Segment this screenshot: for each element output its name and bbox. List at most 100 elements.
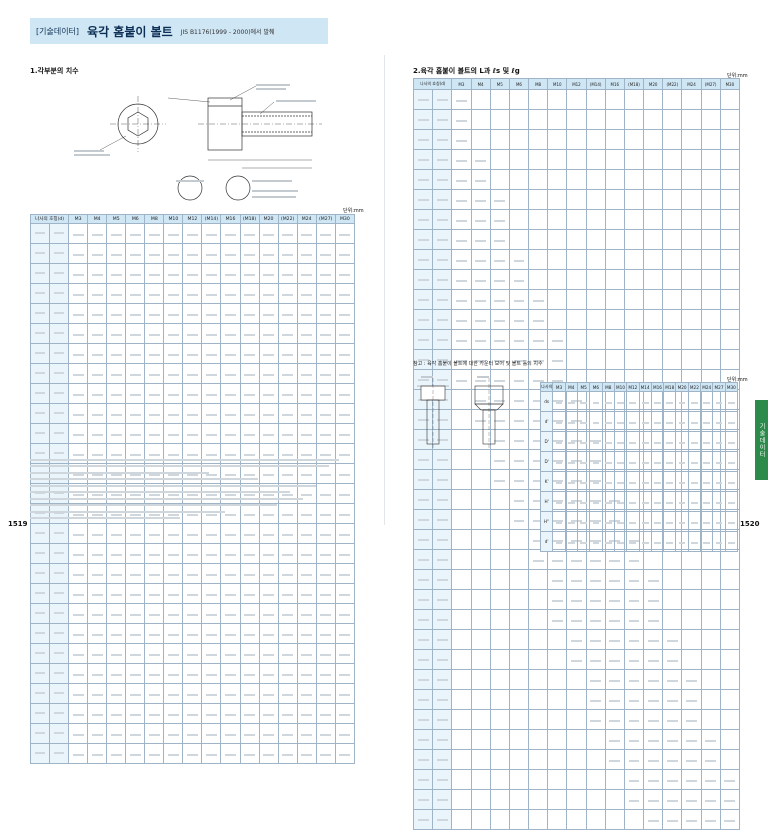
cell-placeholder <box>489 649 510 670</box>
column-header: M3 <box>451 78 472 90</box>
cell-placeholder <box>68 283 89 304</box>
cell-placeholder <box>566 709 587 730</box>
row-label-placeholder <box>432 89 453 110</box>
cell-placeholder <box>638 411 652 432</box>
cell-placeholder <box>576 391 591 412</box>
cell-placeholder <box>87 223 108 244</box>
cell-placeholder <box>687 411 702 432</box>
table-row <box>29 623 356 644</box>
cell-placeholder <box>239 323 260 344</box>
cell-placeholder <box>566 329 587 350</box>
cell-placeholder <box>566 209 587 230</box>
cell-placeholder <box>650 391 665 412</box>
cell-placeholder <box>220 623 241 644</box>
cell-placeholder <box>547 289 568 310</box>
cell-placeholder <box>528 549 549 570</box>
cell-placeholder <box>643 749 664 770</box>
cell-placeholder <box>687 471 702 492</box>
cell-placeholder <box>613 471 628 492</box>
cell-placeholder <box>163 323 184 344</box>
cell-placeholder <box>296 703 317 724</box>
cell-placeholder <box>125 323 146 344</box>
cell-placeholder <box>68 563 89 584</box>
column-header: M16 <box>220 214 241 224</box>
cell-placeholder <box>182 683 203 704</box>
cell-placeholder <box>470 229 491 250</box>
cell-placeholder <box>643 209 664 230</box>
row-label-placeholder <box>412 189 434 210</box>
cell-placeholder <box>566 569 587 590</box>
row-label-placeholder <box>432 709 453 730</box>
cell-placeholder <box>201 423 222 444</box>
cell-placeholder <box>604 809 625 830</box>
cell-placeholder <box>626 431 640 452</box>
row-label-placeholder <box>49 683 70 704</box>
cell-placeholder <box>643 569 664 590</box>
cell-placeholder <box>451 269 472 290</box>
cell-placeholder <box>662 329 683 350</box>
cell-placeholder <box>489 769 510 790</box>
header-tag: [기술데이터] <box>36 26 80 36</box>
cell-placeholder <box>700 511 714 532</box>
cell-placeholder <box>566 589 587 610</box>
cell-placeholder <box>528 769 549 790</box>
cell-placeholder <box>643 89 664 110</box>
cell-placeholder <box>239 543 260 564</box>
cell-placeholder <box>258 703 279 724</box>
cell-placeholder <box>585 349 606 370</box>
cell-placeholder <box>201 703 222 724</box>
cell-placeholder <box>626 411 640 432</box>
cell-placeholder <box>182 323 203 344</box>
side-tab-technical-data[interactable]: 기술데이터 <box>755 400 768 480</box>
cell-placeholder <box>719 149 741 170</box>
cell-placeholder <box>144 623 165 644</box>
cell-placeholder <box>277 523 298 544</box>
cell-placeholder <box>564 511 578 532</box>
cell-placeholder <box>643 789 664 810</box>
row-label-placeholder <box>412 289 434 310</box>
cell-placeholder <box>643 129 664 150</box>
cell-placeholder <box>144 423 165 444</box>
cell-placeholder <box>277 603 298 624</box>
cell-placeholder <box>182 663 203 684</box>
cell-placeholder <box>650 411 665 432</box>
table-row <box>29 603 356 624</box>
cell-placeholder <box>334 583 356 604</box>
cell-placeholder <box>547 229 568 250</box>
table-row <box>412 329 741 350</box>
cell-placeholder <box>489 89 510 110</box>
cell-placeholder <box>589 511 603 532</box>
row-label-placeholder <box>432 449 453 470</box>
cell-placeholder <box>566 749 587 770</box>
column-header: M8 <box>528 78 549 90</box>
cell-placeholder <box>334 343 356 364</box>
cell-placeholder <box>182 403 203 424</box>
cell-placeholder <box>334 363 356 384</box>
cell-placeholder <box>547 549 568 570</box>
cell-placeholder <box>719 229 741 250</box>
cell-placeholder <box>566 249 587 270</box>
row-label-placeholder <box>29 303 51 324</box>
cell-placeholder <box>528 709 549 730</box>
cell-placeholder <box>643 349 664 370</box>
cell-placeholder <box>125 403 146 424</box>
cell-placeholder <box>712 511 726 532</box>
cell-placeholder <box>687 451 702 472</box>
cell-placeholder <box>700 289 721 310</box>
cell-placeholder <box>585 569 606 590</box>
cell-placeholder <box>277 543 298 564</box>
cell-placeholder <box>508 509 530 530</box>
cell-placeholder <box>643 289 664 310</box>
cell-placeholder <box>719 549 741 570</box>
cell-placeholder <box>489 189 510 210</box>
cell-placeholder <box>296 743 317 764</box>
cell-placeholder <box>201 243 222 264</box>
cell-placeholder <box>451 489 472 510</box>
cell-placeholder <box>508 269 530 290</box>
cell-placeholder <box>508 89 530 110</box>
cell-placeholder <box>258 583 279 604</box>
cell-placeholder <box>585 749 606 770</box>
cell-placeholder <box>220 743 241 764</box>
cell-placeholder <box>258 523 279 544</box>
cell-placeholder <box>604 649 625 670</box>
